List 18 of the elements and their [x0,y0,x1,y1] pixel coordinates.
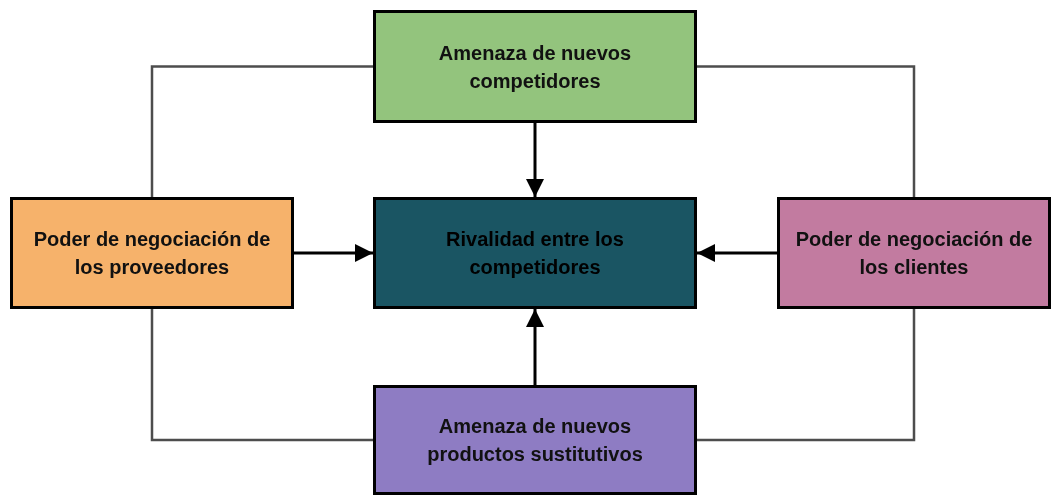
central-box [373,197,697,309]
arrow [526,123,544,197]
connector-line [697,65,916,197]
box-label: Rivalidad entre los competidores [445,227,625,280]
box-label: Amenaza de nuevos productos sustitutivos [426,414,644,467]
force-box [373,10,697,123]
force-box [373,385,697,495]
arrow [697,244,777,262]
arrow [294,244,373,262]
box-label: Amenaza de nuevos competidores [437,40,633,94]
box-label: Poder de negociación de los clientes [794,227,1034,280]
connector-line [697,309,916,442]
arrow [526,309,544,385]
connector-line [150,65,373,197]
force-box [777,197,1051,309]
connector-line [150,309,373,442]
box-label: Poder de negociación de los proveedores [32,227,272,280]
force-box [10,197,294,309]
